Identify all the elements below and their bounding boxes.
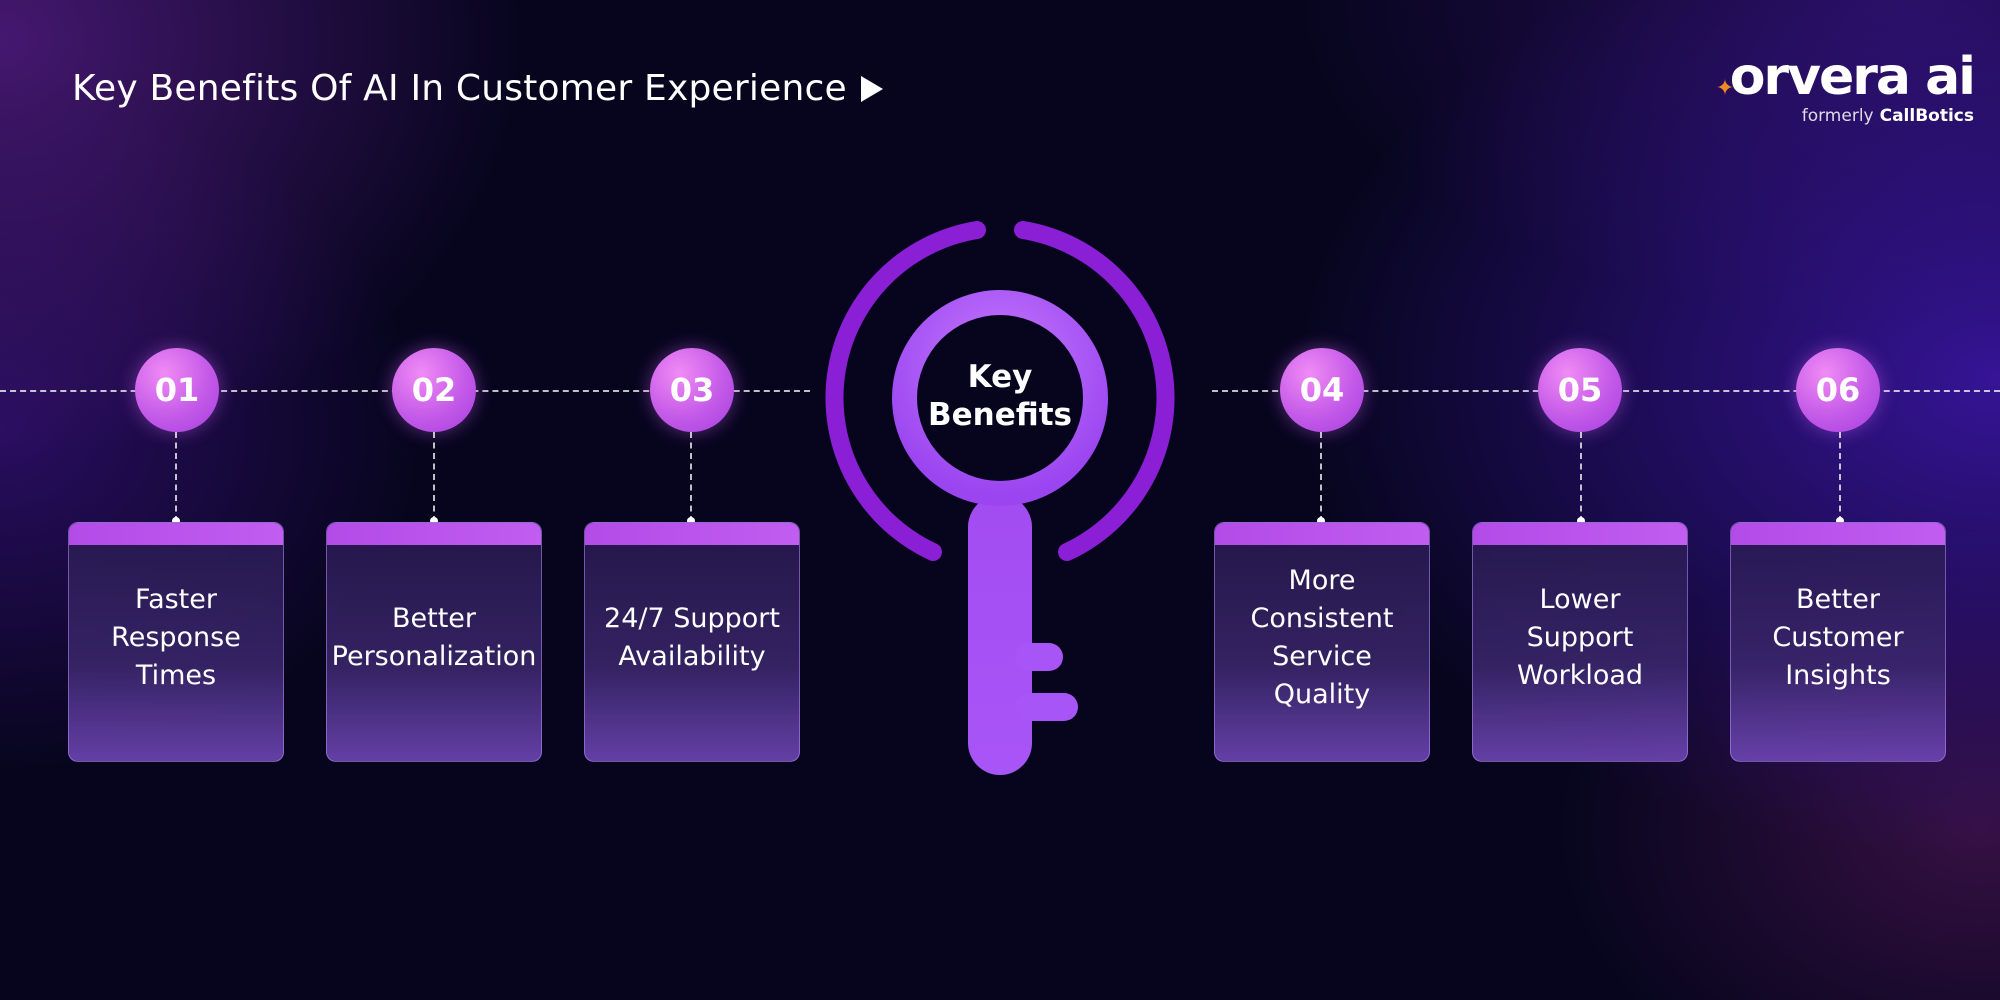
benefit-badge-04: 04 <box>1280 348 1364 432</box>
card-band <box>585 523 799 545</box>
connector-dot-06 <box>1836 517 1844 525</box>
benefit-badge-03: 03 <box>650 348 734 432</box>
connector-03 <box>690 432 692 522</box>
benefit-card-02: Better Personalization <box>326 522 542 762</box>
center-label-line2: Benefits <box>928 397 1072 433</box>
benefit-card-05: Lower Support Workload <box>1472 522 1688 762</box>
page-title: Key Benefits Of AI In Customer Experienc… <box>72 68 883 109</box>
ring-arc-right <box>1014 221 1175 561</box>
logo-text: orvera ai <box>1729 47 1976 107</box>
connector-04 <box>1320 432 1322 522</box>
key-shaft <box>968 495 1032 775</box>
page-title-text: Key Benefits Of AI In Customer Experienc… <box>72 68 847 109</box>
benefit-badge-02: 02 <box>392 348 476 432</box>
benefit-badge-06: 06 <box>1796 348 1880 432</box>
center-label: Key Benefits <box>910 358 1090 434</box>
benefit-card-03: 24/7 Support Availability <box>584 522 800 762</box>
logo-formerly: formerly <box>1801 106 1874 126</box>
center-label-line1: Key <box>967 359 1033 395</box>
play-icon <box>860 75 883 102</box>
benefit-label: More Consistent Service Quality <box>1250 565 1394 710</box>
benefit-card-04: More Consistent Service Quality <box>1214 522 1430 762</box>
card-band <box>1731 523 1945 545</box>
logo-wordmark: ✦ orvera ai <box>1716 47 1976 107</box>
connector-06 <box>1839 432 1841 522</box>
card-band <box>327 523 541 545</box>
connector-dot-05 <box>1577 517 1585 525</box>
connector-dot-02 <box>430 517 438 525</box>
benefit-card-06: Better Customer Insights <box>1730 522 1946 762</box>
benefit-label: Faster Response Times <box>111 584 241 691</box>
key-tooth-lower <box>1015 693 1078 721</box>
connector-02 <box>433 432 435 522</box>
connector-dot-04 <box>1317 517 1325 525</box>
benefit-label: Lower Support Workload <box>1516 584 1644 691</box>
connector-dot-01 <box>172 517 180 525</box>
logo-brand: CallBotics <box>1879 106 1974 126</box>
key-hole <box>917 315 1083 481</box>
key-icon <box>825 221 1175 775</box>
connector-dot-03 <box>687 517 695 525</box>
card-band <box>1473 523 1687 545</box>
benefit-label: 24/7 Support Availability <box>604 603 780 672</box>
benefit-label: Better Personalization <box>331 603 537 672</box>
connector-05 <box>1580 432 1582 522</box>
connector-01 <box>175 432 177 522</box>
benefit-label: Better Customer Insights <box>1772 584 1904 691</box>
benefit-badge-05: 05 <box>1538 348 1622 432</box>
benefit-card-01: Faster Response Times <box>68 522 284 762</box>
card-band <box>69 523 283 545</box>
ring-arc-left <box>825 221 986 561</box>
benefit-badge-01: 01 <box>135 348 219 432</box>
spark-icon: ✦ <box>1715 76 1734 101</box>
key-tooth-upper <box>1015 643 1063 671</box>
card-band <box>1215 523 1429 545</box>
